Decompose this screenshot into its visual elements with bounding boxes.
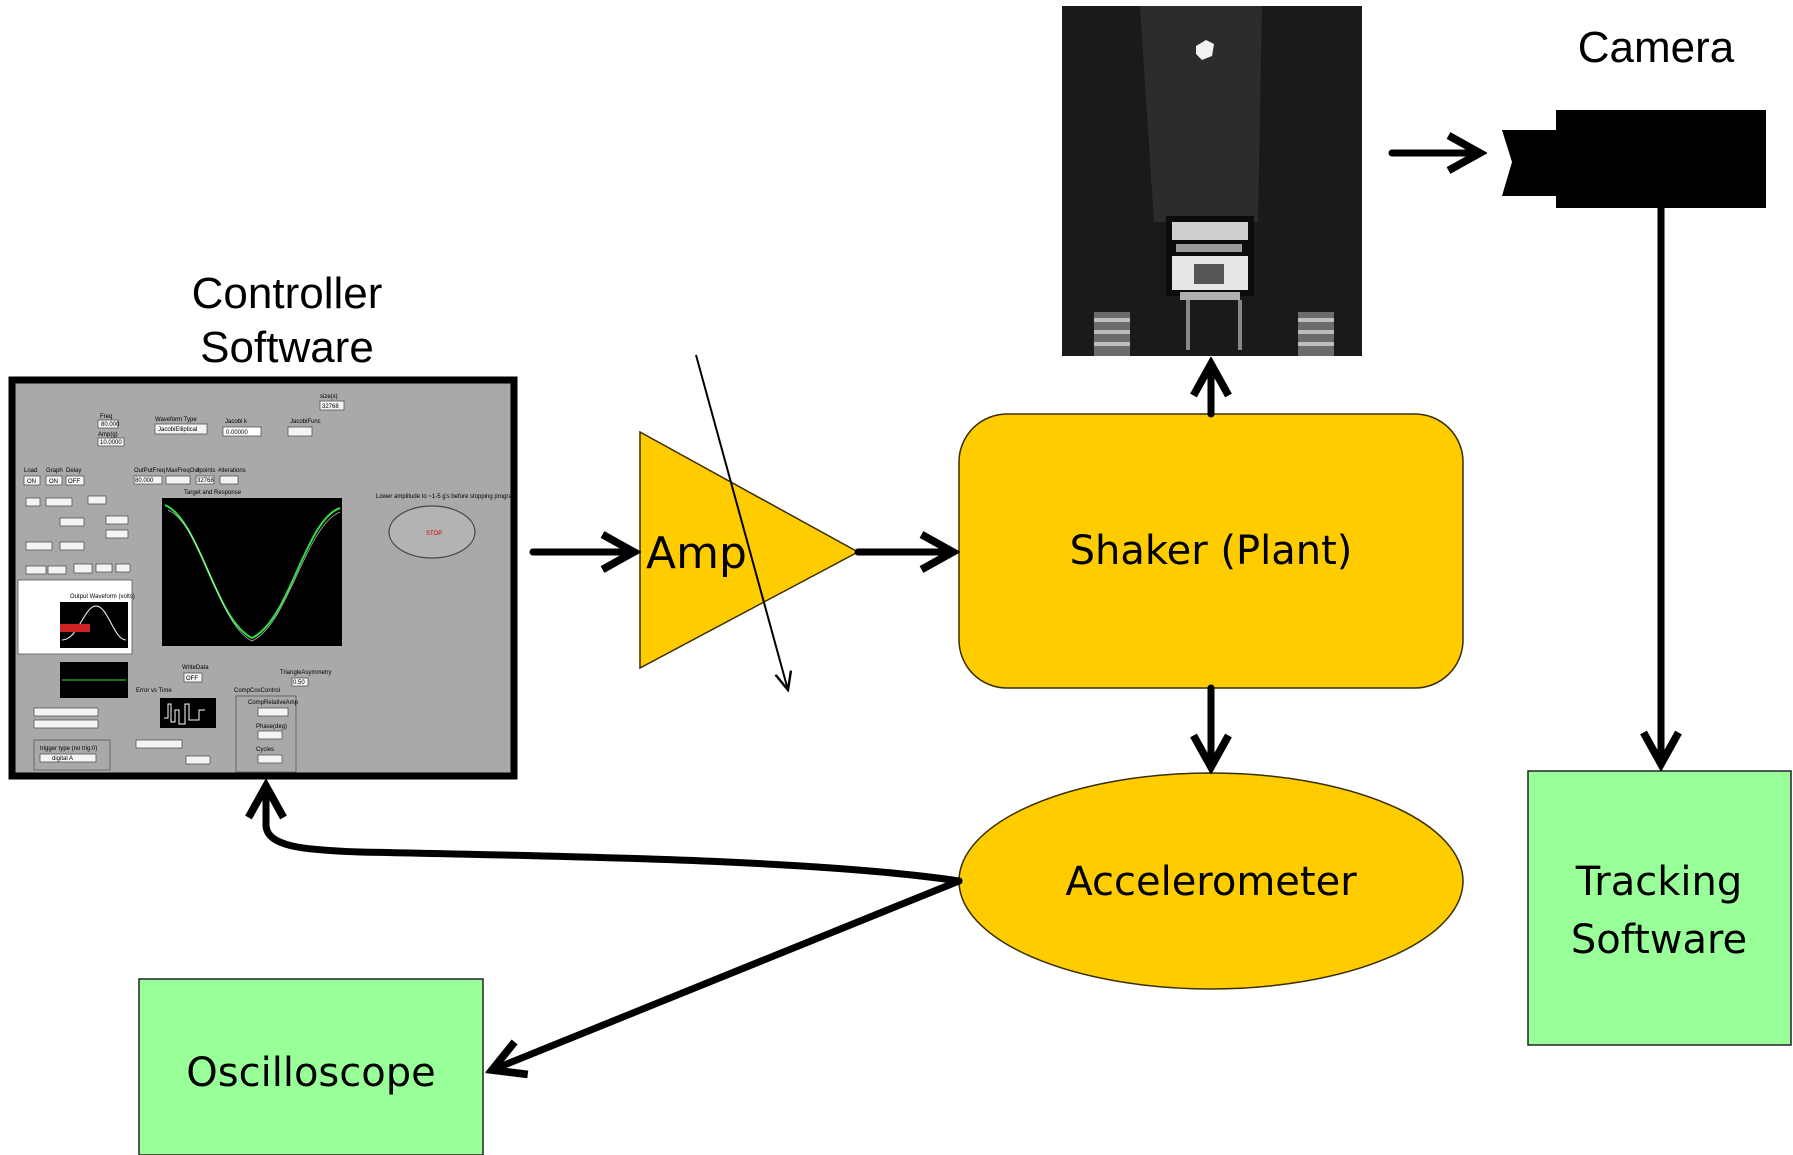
svg-text:Cycles: Cycles bbox=[256, 747, 274, 753]
svg-text:digital A: digital A bbox=[52, 756, 73, 762]
svg-text:JacobiFunc: JacobiFunc bbox=[290, 419, 321, 425]
svg-text:Target and Response: Target and Response bbox=[184, 490, 242, 496]
svg-text:0.50: 0.50 bbox=[293, 680, 305, 686]
svg-text:trigger type (no trig:0): trigger type (no trig:0) bbox=[40, 746, 97, 752]
stop-button[interactable] bbox=[388, 505, 476, 559]
svg-text:Jacobi k: Jacobi k bbox=[225, 419, 248, 425]
svg-text:#iterations: #iterations bbox=[218, 468, 246, 474]
svg-text:Shaker (Plant): Shaker (Plant) bbox=[1070, 528, 1353, 574]
svg-text:Tracking: Tracking bbox=[1575, 859, 1743, 905]
svg-text:Accelerometer: Accelerometer bbox=[1065, 859, 1357, 905]
svg-text:Graph: Graph bbox=[46, 468, 63, 474]
svg-text:Waveform Type: Waveform Type bbox=[155, 417, 197, 423]
svg-text:OutPutFreq: OutPutFreq bbox=[134, 468, 165, 474]
camera-title: Camera bbox=[1578, 23, 1735, 72]
svg-text:Lower amplitude to ~1-5 g's be: Lower amplitude to ~1-5 g's before stopp… bbox=[376, 494, 517, 500]
svg-text:Software: Software bbox=[1571, 917, 1747, 963]
svg-text:Load: Load bbox=[24, 468, 37, 474]
svg-text:#points: #points bbox=[196, 468, 215, 474]
svg-text:Amp: Amp bbox=[646, 528, 747, 579]
camera-photo bbox=[1062, 6, 1362, 356]
variable-gain-arrow bbox=[695, 354, 788, 690]
arrow-accelerometer-to-oscilloscope bbox=[492, 877, 963, 1070]
svg-text:80.000: 80.000 bbox=[135, 478, 154, 484]
shaker-block: Shaker (Plant) bbox=[958, 413, 1464, 689]
svg-text:Amp(g): Amp(g) bbox=[98, 432, 118, 438]
controller-software-panel: Freq 80.000 Amp(g) 10.0000 Waveform Type… bbox=[8, 376, 518, 780]
svg-text:32768: 32768 bbox=[197, 478, 214, 484]
controller-title-line1: Controller bbox=[192, 269, 383, 318]
svg-text:Phase(deg): Phase(deg) bbox=[256, 724, 287, 730]
svg-text:32768: 32768 bbox=[322, 404, 339, 410]
tracking-software-box: Tracking Software bbox=[1527, 770, 1792, 1046]
camera-icon bbox=[1502, 110, 1766, 208]
oscilloscope-box: Oscilloscope bbox=[138, 978, 484, 1155]
svg-text:ON: ON bbox=[49, 479, 58, 485]
svg-text:WriteData: WriteData bbox=[182, 665, 209, 671]
svg-text:size(x): size(x) bbox=[320, 394, 338, 400]
svg-text:OFF: OFF bbox=[186, 676, 198, 682]
svg-text:TriangleAsymmetry: TriangleAsymmetry bbox=[280, 670, 331, 676]
svg-text:Error vs Time: Error vs Time bbox=[136, 688, 172, 694]
svg-text:CompCosControl: CompCosControl bbox=[234, 688, 280, 694]
svg-text:Oscilloscope: Oscilloscope bbox=[186, 1050, 435, 1096]
svg-text:Freq: Freq bbox=[100, 414, 112, 420]
arrow-accelerometer-to-controller bbox=[266, 786, 963, 885]
svg-text:10.0000: 10.0000 bbox=[100, 440, 122, 446]
svg-text:Output Waveform (volts): Output Waveform (volts) bbox=[70, 594, 135, 600]
svg-text:ON: ON bbox=[27, 479, 36, 485]
svg-text:Delay: Delay bbox=[66, 468, 81, 474]
controller-title-line2: Software bbox=[200, 323, 374, 372]
svg-text:80.000: 80.000 bbox=[101, 422, 120, 428]
svg-text:STOP: STOP bbox=[426, 531, 442, 537]
accelerometer-node: Accelerometer bbox=[958, 772, 1464, 990]
svg-text:0.00000: 0.00000 bbox=[226, 430, 248, 436]
svg-text:MaxFreqOut: MaxFreqOut bbox=[166, 468, 200, 474]
svg-text:OFF: OFF bbox=[68, 479, 80, 485]
svg-text:JacobiElliptical: JacobiElliptical bbox=[158, 427, 197, 433]
svg-text:CompRelativeAmp: CompRelativeAmp bbox=[248, 700, 299, 706]
